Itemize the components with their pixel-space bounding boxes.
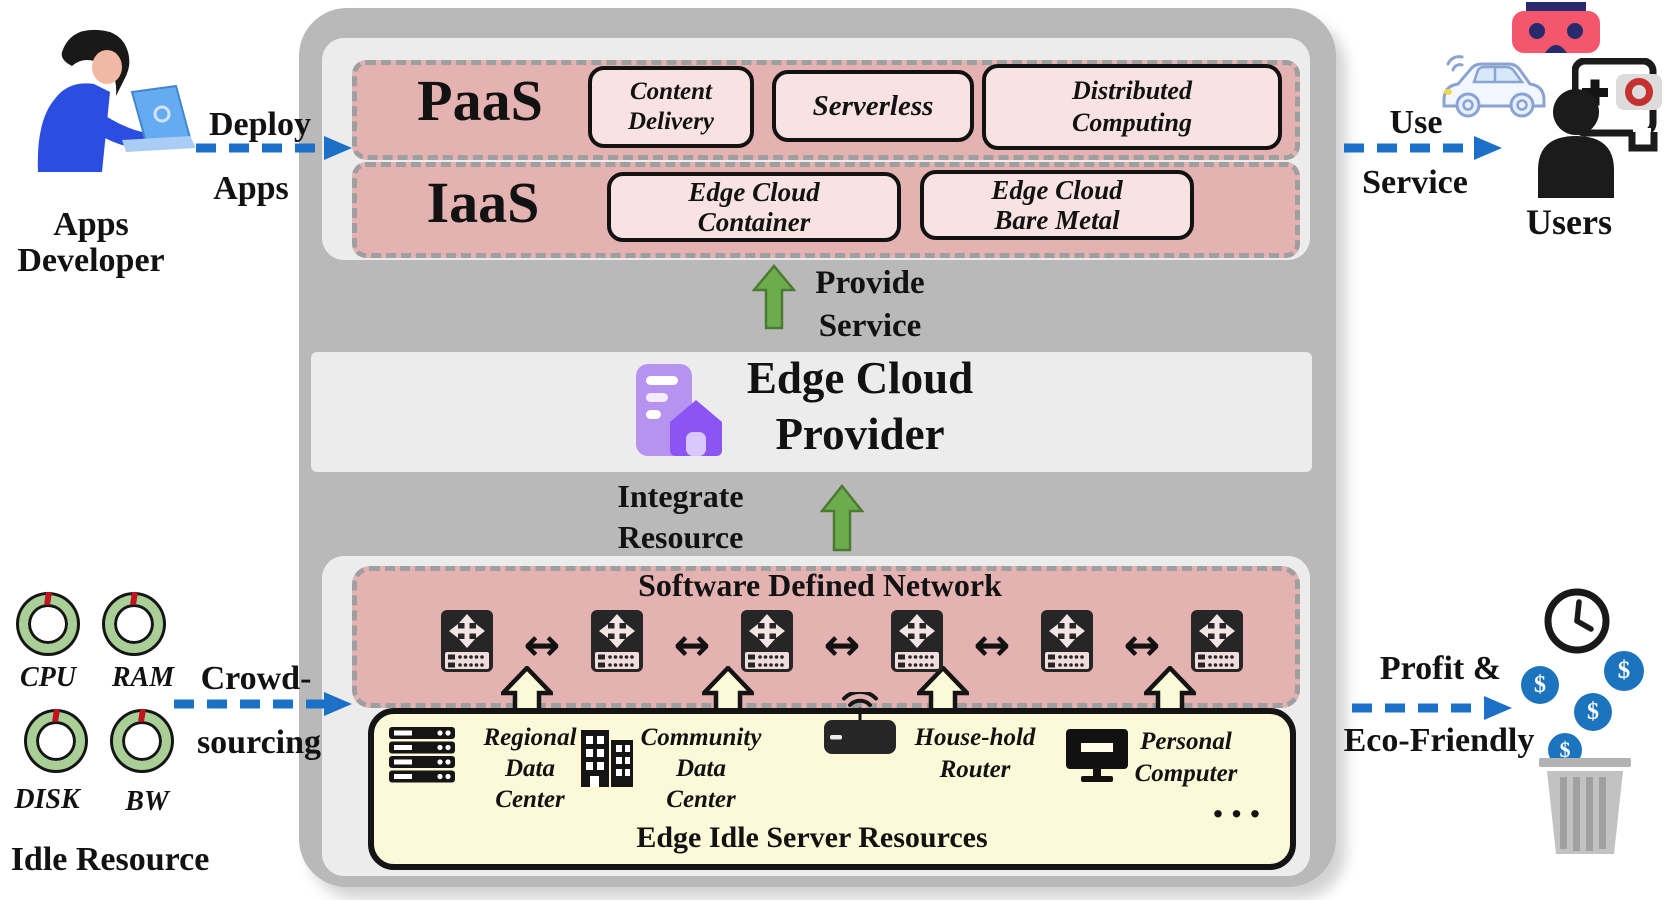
profit-label-line1: Profit & xyxy=(1379,650,1502,687)
users-label: Users xyxy=(1526,202,1612,242)
integrate-resource-label: Integrate Resource xyxy=(598,476,763,558)
more-resources-ellipsis: ... xyxy=(1212,776,1268,827)
vr-headset-icon xyxy=(1512,2,1600,63)
service-box-edge-cloud-container: Edge Cloud Container xyxy=(607,172,901,242)
user-silhouette-icon xyxy=(1530,86,1622,203)
service-label-line: Delivery xyxy=(627,108,715,135)
service-box-serverless: Serverless xyxy=(772,70,974,142)
resource-item-label: House-hold Router xyxy=(880,722,1070,786)
deploy-label-line1: Deploy xyxy=(209,106,311,143)
clock-icon xyxy=(1543,587,1611,660)
resource-label-line: Community xyxy=(640,724,762,751)
crowdsourcing-arrow xyxy=(172,690,354,723)
integrate-label-line: Integrate xyxy=(617,478,744,514)
resource-label-line: Center xyxy=(495,786,565,813)
network-switch-icon xyxy=(438,608,496,679)
city-buildings-icon xyxy=(578,722,636,793)
service-label-line: Edge Cloud xyxy=(991,175,1123,205)
service-box-content-delivery: Content Delivery xyxy=(588,66,754,148)
dollar-coin-icon: $ xyxy=(1521,666,1559,704)
cpu-gauge-icon xyxy=(16,591,80,656)
service-label-line: Bare Metal xyxy=(994,205,1120,235)
bw-label: BW xyxy=(125,786,169,817)
service-box-distributed-computing: Distributed Computing xyxy=(982,64,1282,150)
dollar-coin-icon: $ xyxy=(1574,693,1612,731)
idle-resource-label: Idle Resource xyxy=(10,841,210,878)
cpu-label: CPU xyxy=(20,662,76,693)
resource-label-line: Center xyxy=(666,786,736,813)
disk-gauge-icon xyxy=(24,708,88,773)
resource-label-line: House-hold xyxy=(914,724,1036,751)
apps-developer-label-line2: Developer xyxy=(17,242,165,279)
resource-label-line: Data xyxy=(505,755,555,782)
apps-developer-label-line1: Apps xyxy=(53,206,129,243)
resource-label-line: Computer xyxy=(1134,760,1238,787)
trash-can-icon xyxy=(1535,752,1635,861)
provider-title: Edge Cloud Provider xyxy=(725,350,995,462)
ram-gauge-icon xyxy=(102,591,166,656)
crowdsourcing-label-line2: sourcing xyxy=(196,724,322,761)
deploy-label-line2: Apps xyxy=(213,170,289,207)
provide-label-line: Service xyxy=(818,308,922,344)
use-service-label-line1: Use xyxy=(1389,104,1443,141)
resource-label-line: Router xyxy=(939,756,1011,783)
resource-item-label: Personal Computer xyxy=(1096,726,1276,790)
provider-band xyxy=(311,352,1312,472)
service-box-edge-cloud-bare-metal: Edge Cloud Bare Metal xyxy=(920,170,1194,240)
ram-label: RAM xyxy=(111,662,175,693)
service-label-line: Content xyxy=(630,78,712,105)
server-rack-icon xyxy=(388,726,456,789)
provide-service-label: Provide Service xyxy=(790,262,950,348)
resource-label-line: Personal xyxy=(1140,728,1232,755)
resource-label-line: Regional xyxy=(483,724,577,751)
switch-link-arrow: ↔ xyxy=(973,620,1011,671)
network-switch-icon xyxy=(888,608,946,679)
resource-item-label: Community Data Center xyxy=(626,722,776,815)
resource-item-label: Regional Data Center xyxy=(460,722,600,815)
crowdsourcing-label-line1: Crowd- xyxy=(200,660,312,697)
wifi-router-icon xyxy=(822,689,898,761)
apps-developer-illustration xyxy=(10,22,196,179)
service-label-line: Serverless xyxy=(812,89,934,122)
provider-title-line: Provider xyxy=(775,409,945,459)
switch-link-arrow: ↔ xyxy=(1123,620,1161,671)
bw-gauge-icon xyxy=(110,708,174,773)
profit-label-line2: Eco-Friendly xyxy=(1343,722,1535,759)
service-label-line: Computing xyxy=(1072,108,1192,137)
service-label-line: Distributed xyxy=(1072,76,1192,105)
switch-link-arrow: ↔ xyxy=(823,620,861,671)
integrate-resource-arrow-icon xyxy=(819,483,865,557)
deploy-apps-arrow xyxy=(194,134,354,167)
provide-label-line: Provide xyxy=(815,265,925,301)
provider-title-line: Edge Cloud xyxy=(746,353,974,403)
network-switch-icon xyxy=(738,608,796,679)
switch-link-arrow: ↔ xyxy=(523,620,561,671)
use-service-label-line2: Service xyxy=(1362,164,1468,201)
desktop-computer-icon xyxy=(1064,728,1130,789)
resource-label-line: Data xyxy=(676,755,726,782)
sdn-title: Software Defined Network xyxy=(638,567,1002,603)
dollar-coin-icon: $ xyxy=(1604,651,1644,691)
service-label-line: Edge Cloud xyxy=(688,177,820,207)
connected-car-icon xyxy=(1438,48,1550,127)
switch-link-arrow: ↔ xyxy=(673,620,711,671)
edge-idle-resources-title: Edge Idle Server Resources xyxy=(636,821,988,854)
network-switch-icon xyxy=(1188,608,1246,679)
network-switch-icon xyxy=(1038,608,1096,679)
provide-service-arrow-icon xyxy=(751,264,797,335)
profit-arrow xyxy=(1350,694,1514,727)
paas-label: PaaS xyxy=(417,68,543,133)
network-switch-icon xyxy=(588,608,646,679)
disk-label: DISK xyxy=(14,784,80,815)
iaas-label: IaaS xyxy=(426,170,540,235)
provider-building-icon xyxy=(630,360,722,465)
integrate-label-line: Resource xyxy=(617,519,744,555)
service-label-line: Container xyxy=(697,207,811,237)
use-service-arrow xyxy=(1342,134,1504,167)
